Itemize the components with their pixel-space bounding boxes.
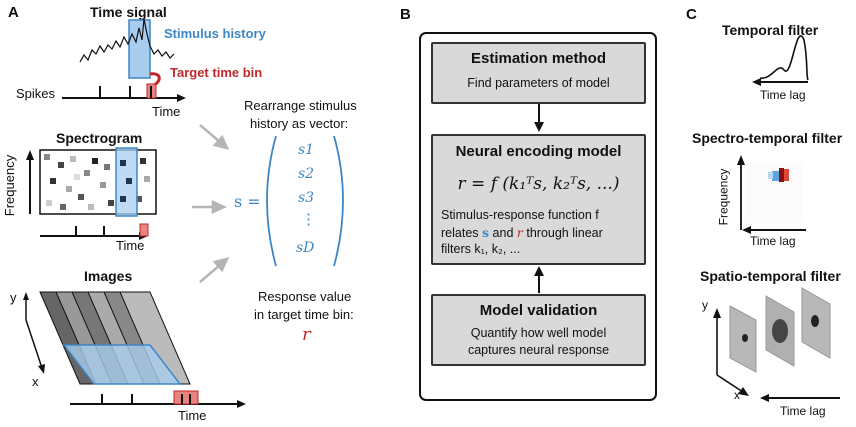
frequency-axis-label: Frequency	[2, 154, 18, 217]
encoding-model-text3: filters k₁, k₂, ...	[441, 242, 521, 256]
panel-b-letter: B	[400, 6, 411, 23]
spectrogram-title: Spectrogram	[56, 130, 143, 146]
image-stack	[39, 291, 191, 385]
estimation-method-box: Estimation method Find parameters of mod…	[431, 42, 646, 104]
temporal-time-lag-label: Time lag	[760, 88, 806, 102]
spatio-x-label: x	[734, 388, 740, 402]
vector-lhs: s =	[234, 192, 261, 211]
time-axis-label-2: Time	[116, 238, 145, 253]
encoding-model-title: Neural encoding model	[455, 143, 622, 160]
and-word: and	[492, 226, 514, 240]
rearrange-text-line2: history as vector:	[250, 116, 349, 131]
stimulus-history-label: Stimulus history	[164, 26, 266, 41]
images-x-label: x	[32, 374, 39, 389]
response-symbol: r	[302, 324, 311, 345]
vector-entry-d: sD	[296, 240, 315, 256]
spectrogram-image	[39, 147, 157, 217]
images-title: Images	[84, 268, 133, 284]
spatio-filter-stack	[729, 287, 831, 373]
gray-arrows	[192, 124, 230, 283]
spectro-time-lag-label: Time lag	[750, 234, 796, 248]
model-validation-text1: Quantify how well model	[470, 326, 607, 340]
response-text-line1: Response value	[258, 289, 352, 304]
stimulus-history-window	[128, 19, 151, 79]
neural-encoding-model-box: Neural encoding model r = f (k₁ᵀs, k₂ᵀs,…	[431, 134, 646, 265]
temporal-filter-curve	[759, 35, 809, 81]
time-signal-trace	[79, 18, 175, 63]
relates-word: relates	[441, 226, 479, 240]
spectro-frequency-label: Frequency	[716, 168, 731, 226]
model-validation-box: Model validation Quantify how well model…	[431, 294, 646, 366]
target-time-bin-label: Target time bin	[170, 65, 263, 80]
through-linear-words: through linear	[526, 226, 603, 240]
estimation-method-text: Find parameters of model	[467, 76, 610, 90]
vector-entry-dots: ⋮	[301, 210, 316, 228]
vector-entry-1: s1	[298, 142, 315, 158]
spectro-temporal-title: Spectro-temporal filter	[692, 130, 843, 146]
images-y-label: y	[10, 290, 17, 305]
temporal-filter-title: Temporal filter	[722, 22, 819, 38]
spikes-label: Spikes	[16, 86, 56, 101]
panel-c-letter: C	[686, 6, 697, 23]
estimation-method-title: Estimation method	[470, 50, 606, 67]
encoding-model-text1: Stimulus-response function f	[441, 208, 599, 222]
panel-a-letter: A	[8, 4, 19, 21]
encoding-model-formula: r = f (k₁ᵀs, k₂ᵀs, ...)	[457, 174, 620, 194]
model-validation-title: Model validation	[479, 302, 598, 319]
vector-entry-2: s2	[298, 166, 315, 182]
model-validation-text2: captures neural response	[467, 343, 610, 357]
r-symbol: r	[516, 225, 523, 240]
s-symbol: s	[482, 225, 490, 240]
spatio-time-lag-label: Time lag	[780, 404, 826, 418]
spatio-temporal-title: Spatio-temporal filter	[700, 268, 841, 284]
spatio-y-label: y	[702, 298, 708, 312]
time-axis-label-1: Time	[152, 104, 181, 119]
encoding-model-text2: relates s and r through linear	[441, 225, 644, 240]
time-axis-label-3: Time	[178, 408, 207, 423]
time-signal-title: Time signal	[90, 4, 167, 20]
vector-entry-3: s3	[298, 190, 315, 206]
response-text-line2: in target time bin:	[254, 307, 354, 322]
rearrange-text-line1: Rearrange stimulus	[244, 98, 357, 113]
